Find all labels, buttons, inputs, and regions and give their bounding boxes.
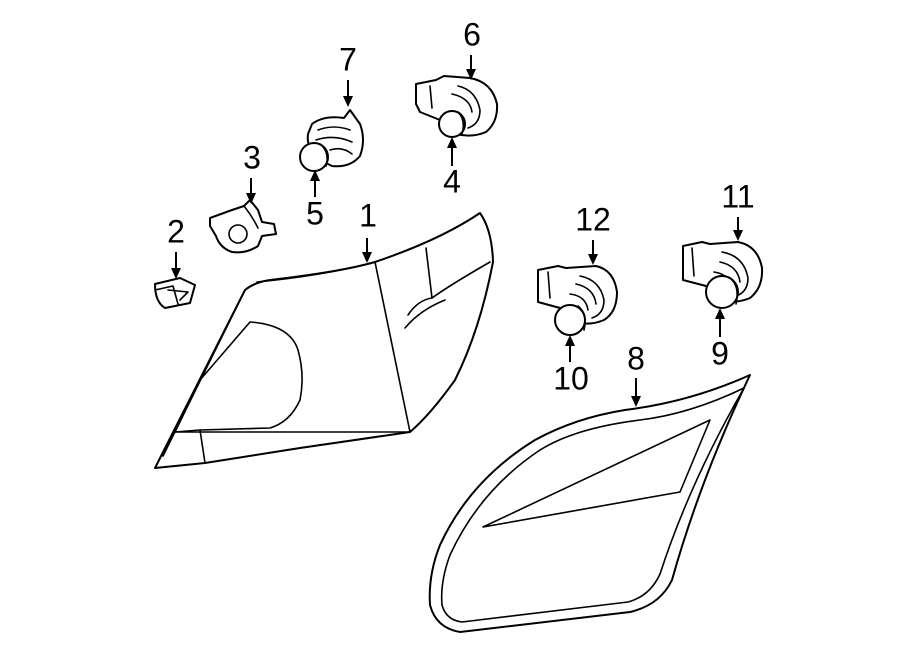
callout-9: 9 [711,335,729,371]
part-10-bulb [554,304,586,336]
arrowhead-12 [588,254,598,265]
callout-10: 10 [553,360,589,396]
arrowhead-11 [733,230,743,241]
arrowhead-5 [310,170,320,181]
callout-11: 11 [721,178,754,214]
arrowhead-1 [362,252,372,263]
callout-6: 6 [463,16,481,52]
callout-3: 3 [243,139,261,175]
part-9-bulb [705,275,739,309]
arrowhead-6 [466,69,476,80]
part-2-socket-clip [154,277,196,309]
callout-8: 8 [627,340,645,376]
callout-1: 1 [359,197,377,233]
callout-7: 7 [339,41,357,77]
arrowhead-8 [631,396,641,407]
arrowhead-9 [715,308,725,319]
leaders [171,55,743,407]
callout-4: 4 [443,163,461,199]
part-4-bulb [438,110,466,138]
part-12-bulb-socket [537,265,618,325]
arrowhead-10 [565,335,575,346]
callout-12: 12 [575,201,611,237]
part-1-tail-lamp-assembly [154,212,494,469]
arrowhead-2 [171,268,181,279]
callout-2: 2 [167,213,185,249]
callout-labels: 1 2 3 4 5 6 7 8 9 10 11 12 [167,16,755,396]
part-8-inner-lamp [428,374,751,633]
callout-5: 5 [306,195,324,231]
arrowhead-7 [343,96,353,107]
arrowhead-4 [447,137,457,148]
part-3-lamp-socket [209,199,277,254]
arrowhead-3 [246,193,256,204]
part-5-bulb [299,142,329,172]
